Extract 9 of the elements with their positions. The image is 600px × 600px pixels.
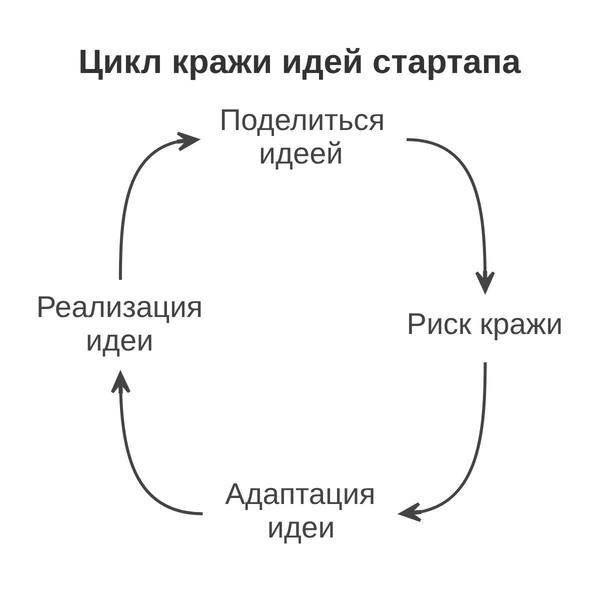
node-text: Реализация идеи xyxy=(36,290,203,358)
arrow xyxy=(110,371,203,515)
node-text: Адаптация идеи xyxy=(225,478,376,544)
arrow xyxy=(118,131,199,280)
arrow xyxy=(400,362,487,522)
node-text: Риск кражи xyxy=(406,307,563,340)
node-text: Поделиться идеей xyxy=(220,103,385,170)
arrow xyxy=(406,138,496,292)
diagram-title: Цикл кражи идей стартапа xyxy=(78,44,521,81)
